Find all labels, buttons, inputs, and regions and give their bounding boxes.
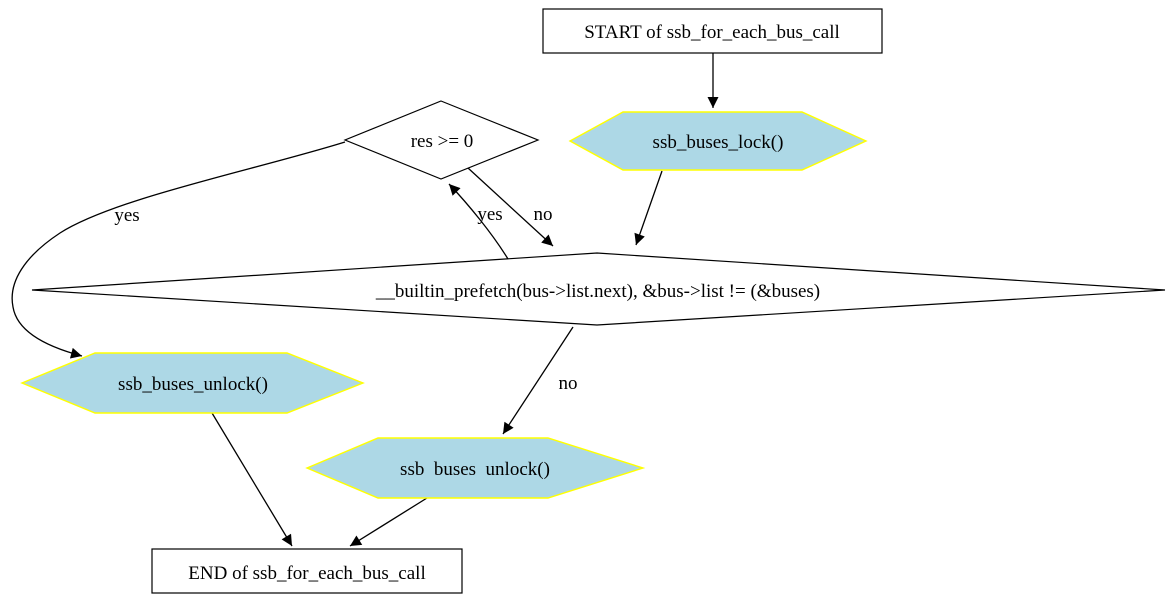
edge-label-yes-return: yes (477, 204, 502, 225)
node-lock: ssb_buses_lock() (568, 111, 868, 171)
edge-lock-to-loop (634, 170, 663, 246)
node-cond-loop-label: __builtin_prefetch(bus->list.next), &bus… (375, 281, 820, 302)
edge-group: loop condition --> res >= 0 --> ssb_buse… (11, 53, 719, 547)
node-lock-shape (568, 111, 868, 171)
node-unlock-mid-shape (305, 437, 646, 499)
node-unlock-left-shape (20, 352, 365, 414)
edge-res-yes-to-unlock-left (11, 141, 346, 359)
node-end-label: END of ssb_for_each_bus_call (188, 563, 425, 584)
edge-label-group: yes yes no no (114, 204, 577, 394)
edge-unlock-left-to-end (211, 412, 293, 547)
node-cond-res: res >= 0 (343, 100, 540, 180)
edge-res-no-to-loop (467, 167, 554, 247)
node-cond-loop-shape (31, 252, 1166, 326)
edge-label-yes-left: yes (114, 205, 139, 226)
node-cond-loop: __builtin_prefetch(bus->list.next), &bus… (31, 252, 1166, 326)
node-start: START of ssb_for_each_bus_call (542, 8, 883, 54)
node-cond-res-label: res >= 0 (411, 131, 474, 152)
node-start-label: START of ssb_for_each_bus_call (584, 22, 840, 43)
node-cond-res-shape (343, 100, 540, 180)
node-start-shape (542, 8, 883, 54)
edge-loop-yes-to-res (448, 183, 509, 260)
node-end-shape (151, 548, 463, 594)
edge-loop-no-to-unlock-mid (502, 326, 574, 435)
edge-label-no-res: no (534, 204, 553, 225)
node-group: START of ssb_for_each_bus_call ssb_buses… (20, 8, 1166, 594)
edge-label-no-loop: no (559, 373, 578, 394)
node-unlock-left: ssb_buses_unlock() (20, 352, 365, 414)
node-unlock-left-label: ssb_buses_unlock() (118, 374, 268, 395)
node-end: END of ssb_for_each_bus_call (151, 548, 463, 594)
node-unlock-mid-label: ssb buses unlock() (400, 459, 550, 480)
edge-unlock-mid-to-end (349, 497, 428, 547)
node-unlock-mid: ssb buses unlock() (305, 437, 646, 499)
node-lock-label: ssb_buses_lock() (653, 132, 784, 153)
